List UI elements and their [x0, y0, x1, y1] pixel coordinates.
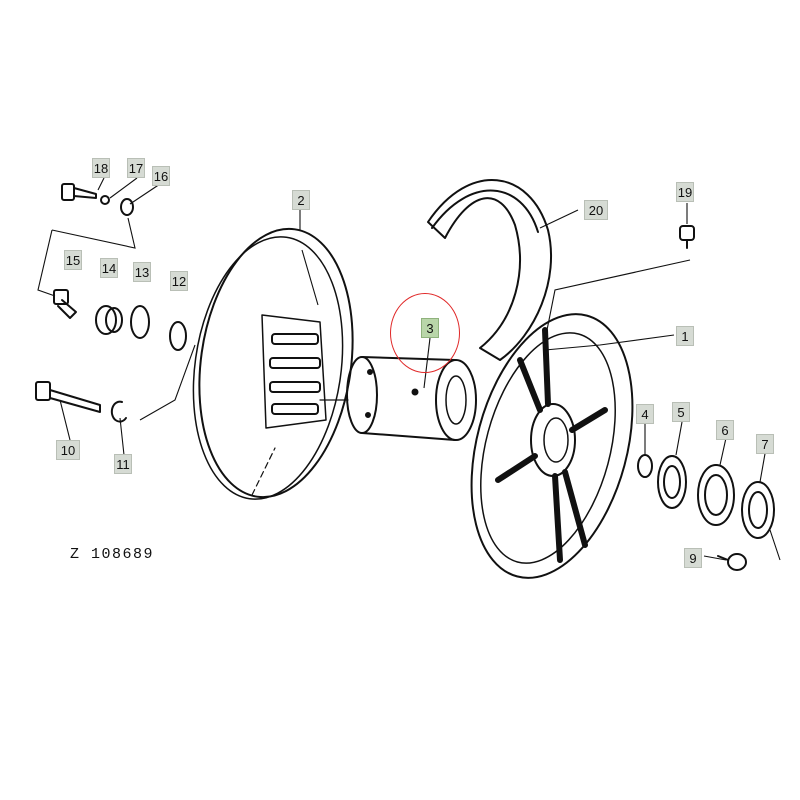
highlight-circle: [390, 293, 460, 373]
callout-7[interactable]: 7: [756, 434, 774, 454]
part-14-nut: [95, 305, 123, 335]
callout-5[interactable]: 5: [672, 402, 690, 422]
part-11-lock-washer: [110, 400, 127, 423]
part-6-bearing: [697, 464, 735, 526]
callout-1[interactable]: 1: [676, 326, 694, 346]
callout-17[interactable]: 17: [127, 158, 145, 178]
callout-12[interactable]: 12: [170, 271, 188, 291]
callout-9[interactable]: 9: [684, 548, 702, 568]
part-3-hub: [319, 356, 477, 441]
callout-15[interactable]: 15: [64, 250, 82, 270]
callout-2[interactable]: 2: [292, 190, 310, 210]
part-12-washer: [169, 321, 187, 351]
part-20-v-belt: [427, 179, 553, 361]
callout-11[interactable]: 11: [114, 454, 132, 474]
part-17-washer: [100, 195, 110, 205]
callout-14[interactable]: 14: [100, 258, 118, 278]
part-10-bolt: [35, 381, 101, 413]
callout-3[interactable]: 3: [421, 318, 439, 338]
callout-16[interactable]: 16: [152, 166, 170, 186]
part-5-seal: [657, 455, 687, 509]
callout-10[interactable]: 10: [56, 440, 80, 460]
part-13-seal: [130, 305, 150, 339]
part-16-washer: [120, 198, 134, 216]
part-2-disc: [192, 227, 354, 500]
part-9-nut: [717, 553, 747, 571]
callout-4[interactable]: 4: [636, 404, 654, 424]
part-4-ring: [637, 454, 653, 478]
drawing-reference-code: Z 108689: [70, 546, 155, 563]
part-1-pulley: [470, 313, 634, 579]
callout-18[interactable]: 18: [92, 158, 110, 178]
callout-20[interactable]: 20: [584, 200, 608, 220]
part-15-fitting: [53, 289, 77, 319]
part-18-bolt: [61, 183, 97, 201]
callout-6[interactable]: 6: [716, 420, 734, 440]
callout-19[interactable]: 19: [676, 182, 694, 202]
part-7-bearing: [741, 481, 775, 539]
callout-13[interactable]: 13: [133, 262, 151, 282]
part-19-grease-nipple: [679, 225, 695, 249]
